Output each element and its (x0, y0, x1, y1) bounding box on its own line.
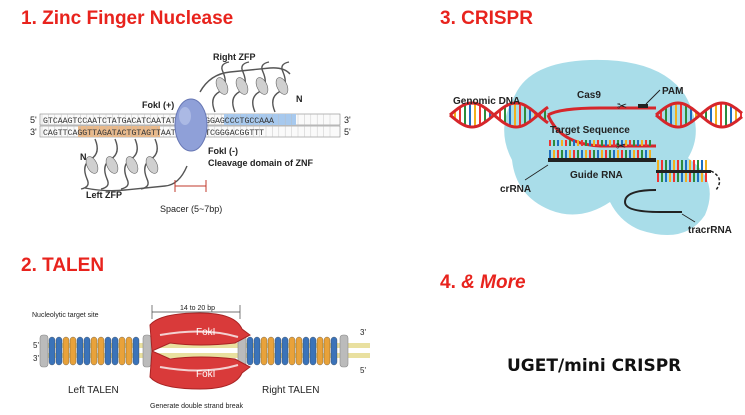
right-zfp-label: Right ZFP (213, 52, 256, 62)
pam-pointer (645, 89, 661, 105)
cas9-scissors-icon-top: ✂ (617, 99, 627, 113)
zfn-top-5-prime: 5' (30, 115, 37, 125)
zfn-title: 1. Zinc Finger Nuclease (21, 8, 234, 29)
left-zfp-label: Left ZFP (86, 190, 122, 200)
guide-rna-label: Guide RNA (570, 170, 623, 181)
uget-mini-crispr-label: UGET/mini CRISPR (507, 356, 682, 376)
bp-range-marker (151, 305, 241, 319)
zfn-right-binding-site (224, 114, 296, 125)
pam-marker (638, 104, 648, 108)
talen-left-5-prime: 5' (33, 341, 39, 350)
talen-right-5-prime: 5' (360, 366, 366, 375)
crrna-label: crRNA (500, 184, 531, 195)
cas9-scissors-icon-bottom: ✂ (616, 139, 626, 153)
more-title-number: 4. (440, 272, 456, 293)
zfn-diagram: GTCAAGTCCAATCTATGACATCAATATTAGATCGGAGCCC… (30, 52, 351, 214)
tracrrna-tail (623, 189, 682, 213)
spacer-marker (174, 180, 207, 192)
zfn-bottom-3-prime: 3' (30, 127, 37, 137)
crispr-diagram: ✂ ✂ Genomic DNA Cas9 PAM Target Sequence… (449, 59, 743, 236)
zfn-sequence-ticks (41, 114, 331, 137)
right-talen-label: Right TALEN (262, 385, 319, 396)
left-talen-label: Left TALEN (68, 385, 119, 396)
cas9-label: Cas9 (577, 90, 601, 101)
bp-range-label: 14 to 20 bp (180, 305, 215, 312)
right-n-terminus: N (296, 94, 303, 104)
guide-rna-strand (548, 158, 656, 162)
zfn-bottom-sequence: CAGTTCAGGTTAGATACTGTAGTTAATCTAGCCTCGGGAC… (43, 129, 264, 138)
target-sequence-label: Target Sequence (550, 125, 630, 136)
foki-domains (149, 312, 251, 390)
talen-title: 2. TALEN (21, 255, 105, 276)
right-talen-repeats (246, 336, 338, 366)
more-title: 4. & More (440, 272, 526, 294)
foki-plus-label: FokI (+) (142, 100, 174, 110)
foki-top-label: FokI (196, 327, 215, 338)
double-strand-break-label: Generate double strand break (150, 403, 244, 410)
zfn-top-sequence: GTCAAGTCCAATCTATGACATCAATATTAGATCGGAGCCC… (43, 117, 274, 126)
talen-right-3-prime: 3' (360, 328, 366, 337)
foki-minus-label: FokI (-) (208, 146, 238, 156)
guide-rna-bases (549, 150, 651, 158)
cleavage-domain-label: Cleavage domain of ZNF (208, 158, 314, 168)
more-title-text: & More (461, 272, 526, 293)
foki-bottom-label: FokI (196, 369, 215, 380)
tracrrna-loop (710, 170, 721, 191)
genomic-dna-label: Genomic DNA (453, 96, 520, 107)
nucleolytic-target-label: Nucleolytic target site (32, 312, 99, 319)
genomic-dna-helix (449, 101, 743, 148)
left-talen-repeats (48, 336, 140, 366)
spacer-label: Spacer (5~7bp) (160, 204, 222, 214)
tracrrna-bases (657, 160, 707, 182)
talen-diagram: FokI FokI Nucleolytic target site 14 to … (32, 305, 370, 410)
zfn-bottom-5-prime: 5' (344, 127, 351, 137)
pam-label: PAM (662, 86, 683, 97)
talen-left-3-prime: 3' (33, 354, 39, 363)
zfn-top-3-prime: 3' (344, 115, 351, 125)
talen-dna-bottom (42, 353, 370, 358)
left-n-terminus: N (80, 152, 87, 162)
crispr-title: 3. CRISPR (440, 8, 533, 29)
left-zfp-fingers (80, 138, 188, 192)
tracrrna-label: tracrRNA (688, 225, 732, 236)
talen-dna-top (42, 343, 370, 348)
tracrrna-strand (656, 170, 711, 173)
foki-cleavage-domain (174, 98, 208, 152)
